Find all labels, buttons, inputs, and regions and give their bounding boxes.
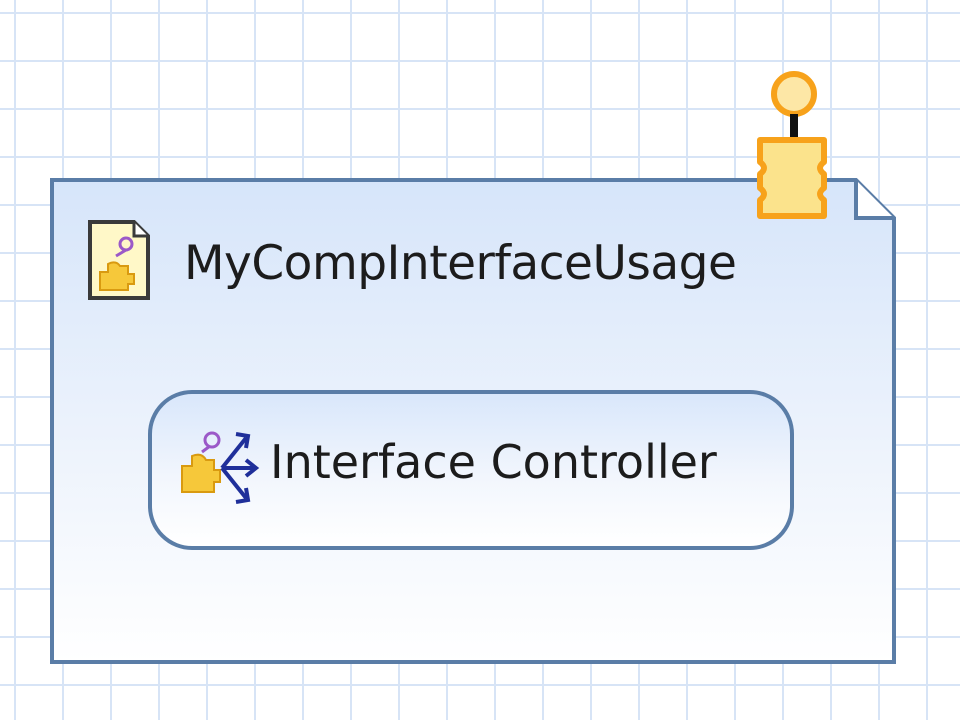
interface-controller-label: Interface Controller [270, 435, 717, 489]
interface-controller-node[interactable]: Interface Controller [148, 390, 794, 550]
interface-port-icon[interactable] [754, 70, 834, 220]
component-usage-title: MyCompInterfaceUsage [184, 236, 737, 291]
component-usage-node[interactable]: MyCompInterfaceUsage Interface Controlle… [50, 178, 896, 664]
component-usage-document-icon [86, 218, 152, 302]
interface-controller-icon [176, 426, 260, 510]
